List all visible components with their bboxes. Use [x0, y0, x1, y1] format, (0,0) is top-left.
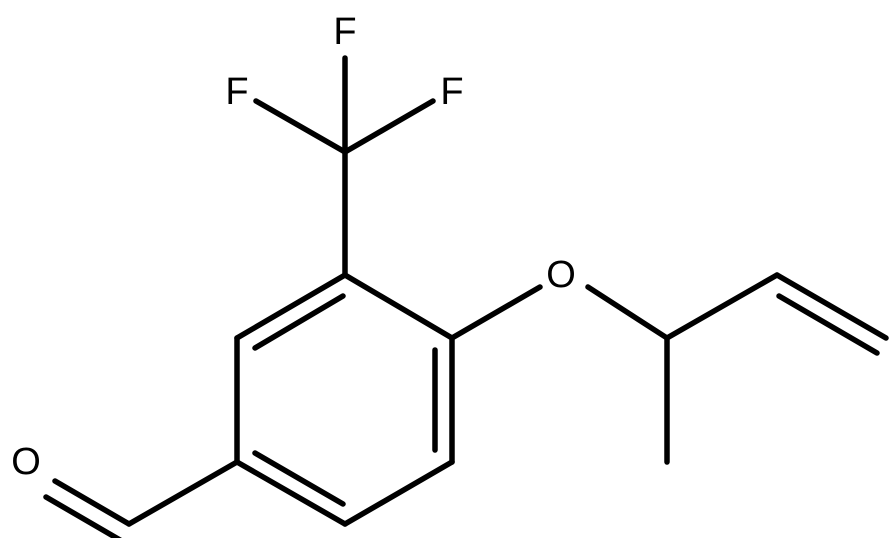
bond-ring-c6-c1-inner	[252, 293, 346, 351]
bond-vinyl-double-inner	[776, 293, 880, 356]
bond-ring-c3-c4	[342, 459, 455, 527]
bond-vinyl-double-outer	[774, 272, 889, 341]
atom-label-f-top: F	[333, 11, 356, 53]
bond-ring-c6-c1	[234, 272, 348, 341]
bond-ring-c4-c5-inner	[252, 450, 346, 507]
atom-label-f-right: F	[440, 71, 463, 113]
bond-ring-c4-c5	[234, 459, 348, 527]
bond-c-o-double-inner	[43, 494, 122, 538]
atom-label-o-ether: O	[546, 254, 576, 296]
bond-ring-c1-c2	[342, 272, 455, 341]
bond-ring-cho	[126, 459, 240, 527]
bond-c-f-left	[253, 98, 348, 155]
bond-ring-o	[449, 284, 543, 341]
atom-label-o-aldehyde: O	[11, 441, 41, 483]
bond-o-ch	[585, 284, 670, 341]
atom-label-f-left: F	[225, 71, 248, 113]
bond-c-f-right	[342, 98, 436, 155]
bond-ch-vinyl	[664, 272, 780, 341]
bond-c-o-double-outer	[52, 478, 132, 527]
